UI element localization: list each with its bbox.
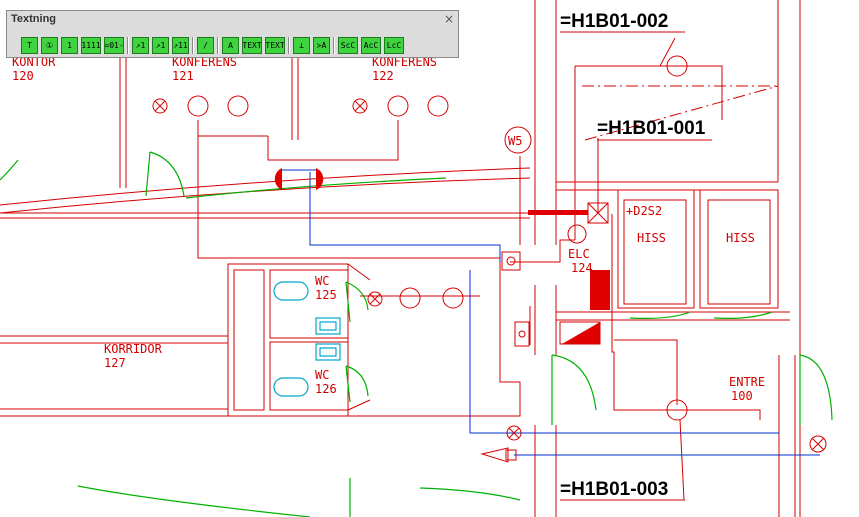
room-number: 121 [172,69,194,83]
perpendicular-icon[interactable]: ⊥ [293,36,310,54]
toolbar-separator [127,36,129,54]
room-name: ENTRE [729,375,765,389]
elevator-label: HISS [637,231,666,245]
room-name: KONFERENS [172,55,237,69]
room-number: 127 [104,356,126,370]
palette-toolbar: T ① 1 1111 =01- ↗1 ↗1 ↗11 / A TEXT TEXT … [21,35,404,55]
leader-box-icon[interactable]: ↗1 [152,36,169,54]
text-box-icon[interactable]: TEXT [265,36,285,54]
toolbar-separator [333,36,335,54]
arrow-text-icon[interactable]: ≻A [313,36,330,54]
scc-icon[interactable]: ScC [338,36,358,54]
toolbar-separator [217,36,219,54]
text-style-icon[interactable]: A [222,36,239,54]
room-name: KONFERENS [372,55,437,69]
walls [0,0,801,517]
tag-label: =H1B01-001 [597,118,706,139]
leader-circle-icon[interactable]: ↗1 [132,36,149,54]
lcc-icon[interactable]: LcC [384,36,404,54]
palette-title: Textning [11,13,57,25]
line-icon[interactable]: / [197,36,214,54]
room-number: 122 [372,69,394,83]
fixtures [152,55,827,463]
room-number: 126 [315,382,337,396]
room-name: KORRIDOR [104,342,163,356]
circle-number-icon[interactable]: ① [41,36,58,54]
room-name: WC [315,368,329,382]
designation-label: +D2S2 [626,204,662,218]
elevator-label: HISS [726,231,755,245]
tag-label: =H1B01-003 [560,479,668,500]
room-name: KONTOR [12,55,56,69]
leader-multi-icon[interactable]: ↗11 [172,36,189,54]
box-number-icon[interactable]: 1 [61,36,78,54]
text-icon[interactable]: TEXT [242,36,262,54]
room-number: 100 [731,389,753,403]
room-labels: KONTOR 120 KONFERENS 121 KONFERENS 122 W… [12,55,765,403]
toolbar-separator [192,36,194,54]
window-label: W5 [508,134,522,148]
textning-palette[interactable]: Textning × T ① 1 1111 =01- ↗1 ↗1 ↗11 / A… [6,10,459,58]
room-number: 120 [12,69,34,83]
room-name: ELC [568,247,590,261]
room-number: 124 [571,261,593,275]
text-edit-icon[interactable]: T [21,36,38,54]
multi-number-icon[interactable]: 1111 [81,36,101,54]
designation-tags: =H1B01-002 =H1B01-001 =H1B01-003 [560,11,712,501]
acc-icon[interactable]: AcC [361,36,381,54]
room-name: WC [315,274,329,288]
close-icon[interactable]: × [443,12,454,26]
designation-icon[interactable]: =01- [104,36,124,54]
doors [0,151,833,517]
toolbar-separator [288,36,290,54]
tag-label: =H1B01-002 [560,11,668,32]
room-number: 125 [315,288,337,302]
blue-cable [309,172,820,456]
